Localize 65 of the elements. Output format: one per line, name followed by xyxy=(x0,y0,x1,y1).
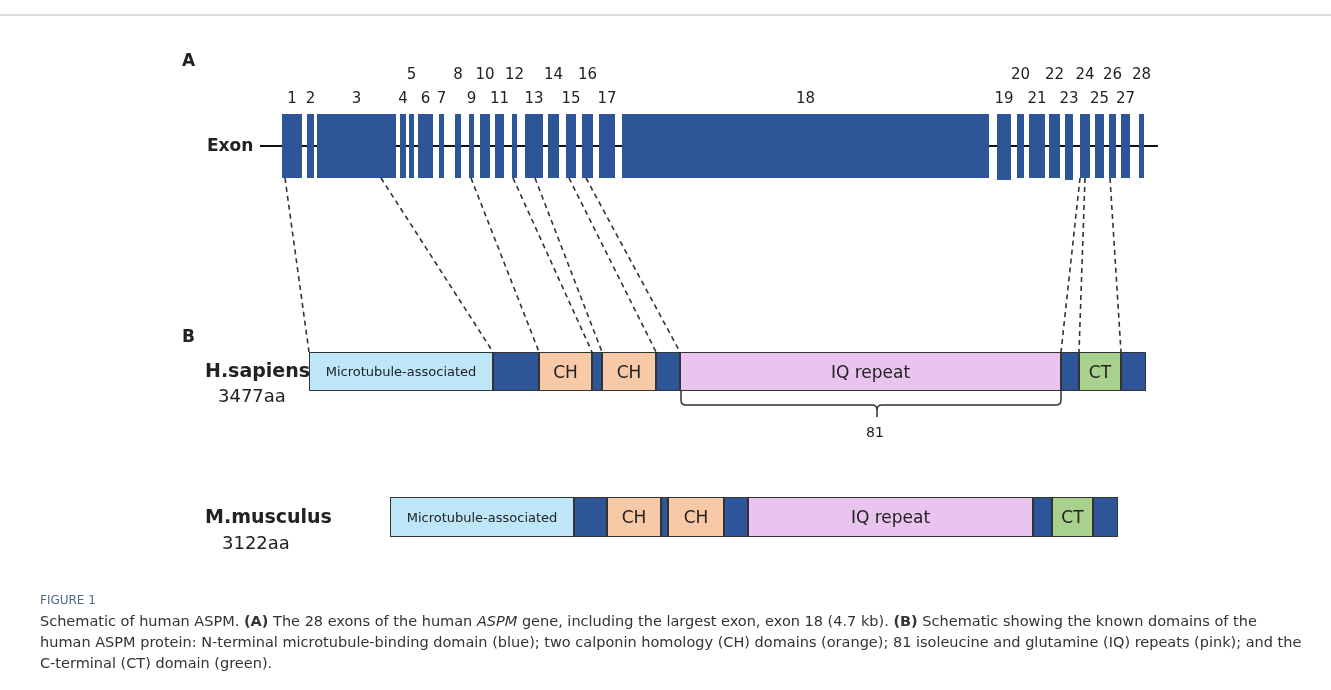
domain-segment xyxy=(656,352,680,391)
domain-segment xyxy=(1061,352,1079,391)
domain-segment xyxy=(1121,352,1146,391)
domain-segment xyxy=(493,352,539,391)
domain-segment xyxy=(1033,497,1052,537)
dashed-connector xyxy=(1060,177,1081,353)
panel-letter: B xyxy=(182,326,195,347)
domain-segment: IQ repeat xyxy=(680,352,1061,391)
protein-length: 3477aa xyxy=(218,385,286,407)
exon-number: 19 xyxy=(993,88,1015,108)
dashed-connector xyxy=(284,177,310,353)
domain-segment xyxy=(724,497,748,537)
exon-number: 10 xyxy=(474,64,496,84)
exon-number: 5 xyxy=(405,64,418,84)
exon-number: 20 xyxy=(1009,64,1032,84)
dashed-connector xyxy=(568,177,657,353)
exon-number: 2 xyxy=(304,88,317,108)
domain-segment: CT xyxy=(1079,352,1121,391)
species-name: H.sapiens xyxy=(205,359,311,382)
exon-number: 3 xyxy=(350,88,363,108)
figure-label: FIGURE 1 xyxy=(40,593,96,608)
exon-number: 7 xyxy=(435,88,448,108)
exon-number: 11 xyxy=(488,88,511,108)
track-label: Exon xyxy=(207,135,254,156)
dashed-connector xyxy=(1109,177,1122,353)
exon-number: 14 xyxy=(542,64,565,84)
figure-caption: Schematic of human ASPM. (A) The 28 exons of the human ASPM gene, including the largest exon, exon 18 (4.7 kb). (B) Schematic showing the known domains of the human ASPM protein: N-terminal microtubule-binding domain (blue); two calponin homology (CH) domains (orange); 81 isoleucine and glutamine (IQ) repeats (pink); and the C-terminal (CT) domain (green). xyxy=(40,612,1303,673)
domain-segment: CT xyxy=(1052,497,1093,537)
exon-number: 9 xyxy=(465,88,478,108)
domain-segment: Microtubule-associated xyxy=(390,497,574,537)
dashed-connector xyxy=(512,177,593,353)
protein-length: 3122aa xyxy=(222,532,290,554)
species-name: M.musculus xyxy=(205,505,332,528)
domain-segment xyxy=(661,497,668,537)
exon-number: 25 xyxy=(1088,88,1111,108)
exon-number: 6 xyxy=(419,88,432,108)
domain-segment xyxy=(1093,497,1118,537)
exon-number: 22 xyxy=(1043,64,1066,84)
exon-number: 16 xyxy=(576,64,599,84)
exon-number: 8 xyxy=(452,64,464,84)
exon-number: 1 xyxy=(286,88,298,108)
repeat-count: 81 xyxy=(866,424,884,441)
exon-number: 4 xyxy=(397,88,409,108)
domain-segment: CH xyxy=(539,352,592,391)
exon-number: 27 xyxy=(1114,88,1137,108)
exon-number: 23 xyxy=(1058,88,1080,108)
panel-letter: A xyxy=(182,50,196,71)
exon-number: 24 xyxy=(1074,64,1096,84)
exon-number: 26 xyxy=(1101,64,1124,84)
exon-number: 15 xyxy=(560,88,582,108)
exon-number: 12 xyxy=(503,64,526,84)
dashed-connector xyxy=(1078,177,1086,353)
domain-segment xyxy=(574,497,607,537)
exon-number: 17 xyxy=(596,88,618,108)
domain-segment: IQ repeat xyxy=(748,497,1033,537)
exon-number: 28 xyxy=(1130,64,1153,84)
domain-segment xyxy=(592,352,602,391)
exon-number: 13 xyxy=(523,88,545,108)
exon-number: 21 xyxy=(1026,88,1048,108)
exon-number: 18 xyxy=(794,88,817,108)
domain-segment: Microtubule-associated xyxy=(309,352,493,391)
dashed-connector xyxy=(534,177,603,353)
domain-segment: CH xyxy=(607,497,661,537)
domain-segment: CH xyxy=(668,497,724,537)
domain-segment: CH xyxy=(602,352,656,391)
